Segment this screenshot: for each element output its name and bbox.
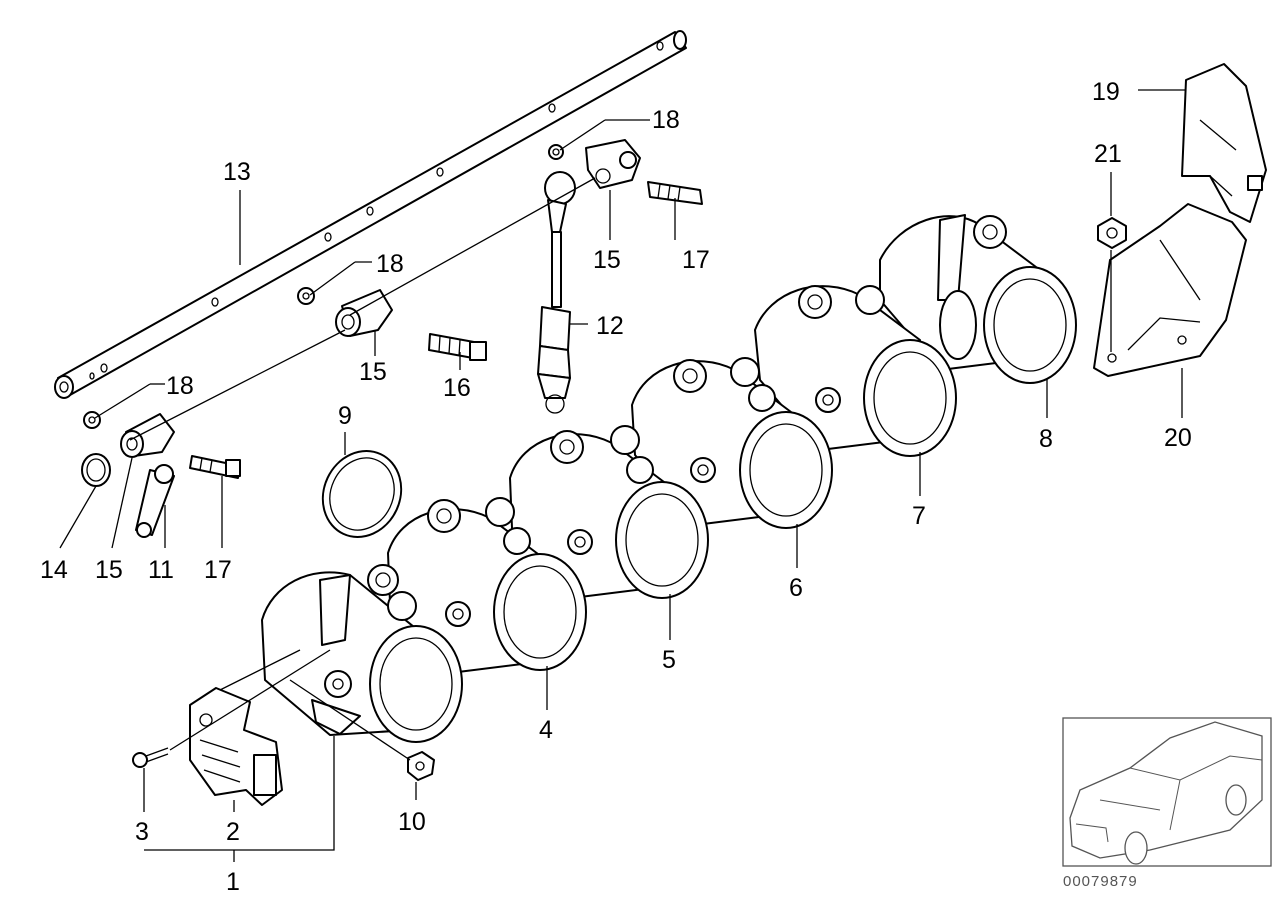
vehicle-location-inset xyxy=(1062,717,1272,867)
callout-3: 3 xyxy=(135,818,149,846)
callout-12: 12 xyxy=(596,312,624,340)
callout-20: 20 xyxy=(1164,424,1192,452)
throttle-position-sensor xyxy=(189,687,283,806)
throttle-body-8 xyxy=(879,214,1077,384)
nut-21 xyxy=(1097,217,1127,249)
callout-18-upper: 18 xyxy=(652,106,680,134)
callout-15-middle: 15 xyxy=(359,358,387,386)
throttle-shaft xyxy=(54,30,687,399)
callout-17-lower: 17 xyxy=(204,556,232,584)
callout-6: 6 xyxy=(789,574,803,602)
callout-7: 7 xyxy=(912,502,926,530)
leader-lines xyxy=(59,89,1186,862)
callout-17-upper: 17 xyxy=(682,246,710,274)
connecting-rod xyxy=(537,171,576,414)
callout-19: 19 xyxy=(1092,78,1120,106)
throttle-body-front xyxy=(261,564,463,743)
callout-15-upper: 15 xyxy=(593,246,621,274)
callout-21: 21 xyxy=(1094,140,1122,168)
callout-18-middle: 18 xyxy=(376,250,404,278)
callout-1: 1 xyxy=(226,868,240,896)
cover-19 xyxy=(1181,63,1267,223)
callout-10: 10 xyxy=(398,808,426,836)
callout-5: 5 xyxy=(662,646,676,674)
middle-bushing-assembly xyxy=(297,287,487,361)
lower-bushing-assembly xyxy=(81,411,241,538)
callout-16: 16 xyxy=(443,374,471,402)
nut-10 xyxy=(407,751,435,781)
callout-13: 13 xyxy=(223,158,251,186)
drawing-number: 00079879 xyxy=(1063,873,1138,890)
callout-9: 9 xyxy=(338,402,352,430)
callout-11: 11 xyxy=(148,556,174,584)
callout-14: 14 xyxy=(40,556,68,584)
throttle-body-4 xyxy=(387,497,587,674)
callout-4: 4 xyxy=(539,716,553,744)
callout-15-lower: 15 xyxy=(95,556,123,584)
throttle-body-7 xyxy=(754,285,957,457)
callout-numbers: 1 2 3 4 5 6 7 8 9 10 11 12 13 14 15 15 1… xyxy=(40,78,1192,896)
o-ring xyxy=(321,450,403,538)
sensor-screw xyxy=(132,747,169,768)
callout-18-lower: 18 xyxy=(166,372,194,400)
callout-2: 2 xyxy=(226,818,240,846)
upper-lever-bracket xyxy=(548,139,703,205)
callout-8: 8 xyxy=(1039,425,1053,453)
bracket-20 xyxy=(1093,203,1247,377)
